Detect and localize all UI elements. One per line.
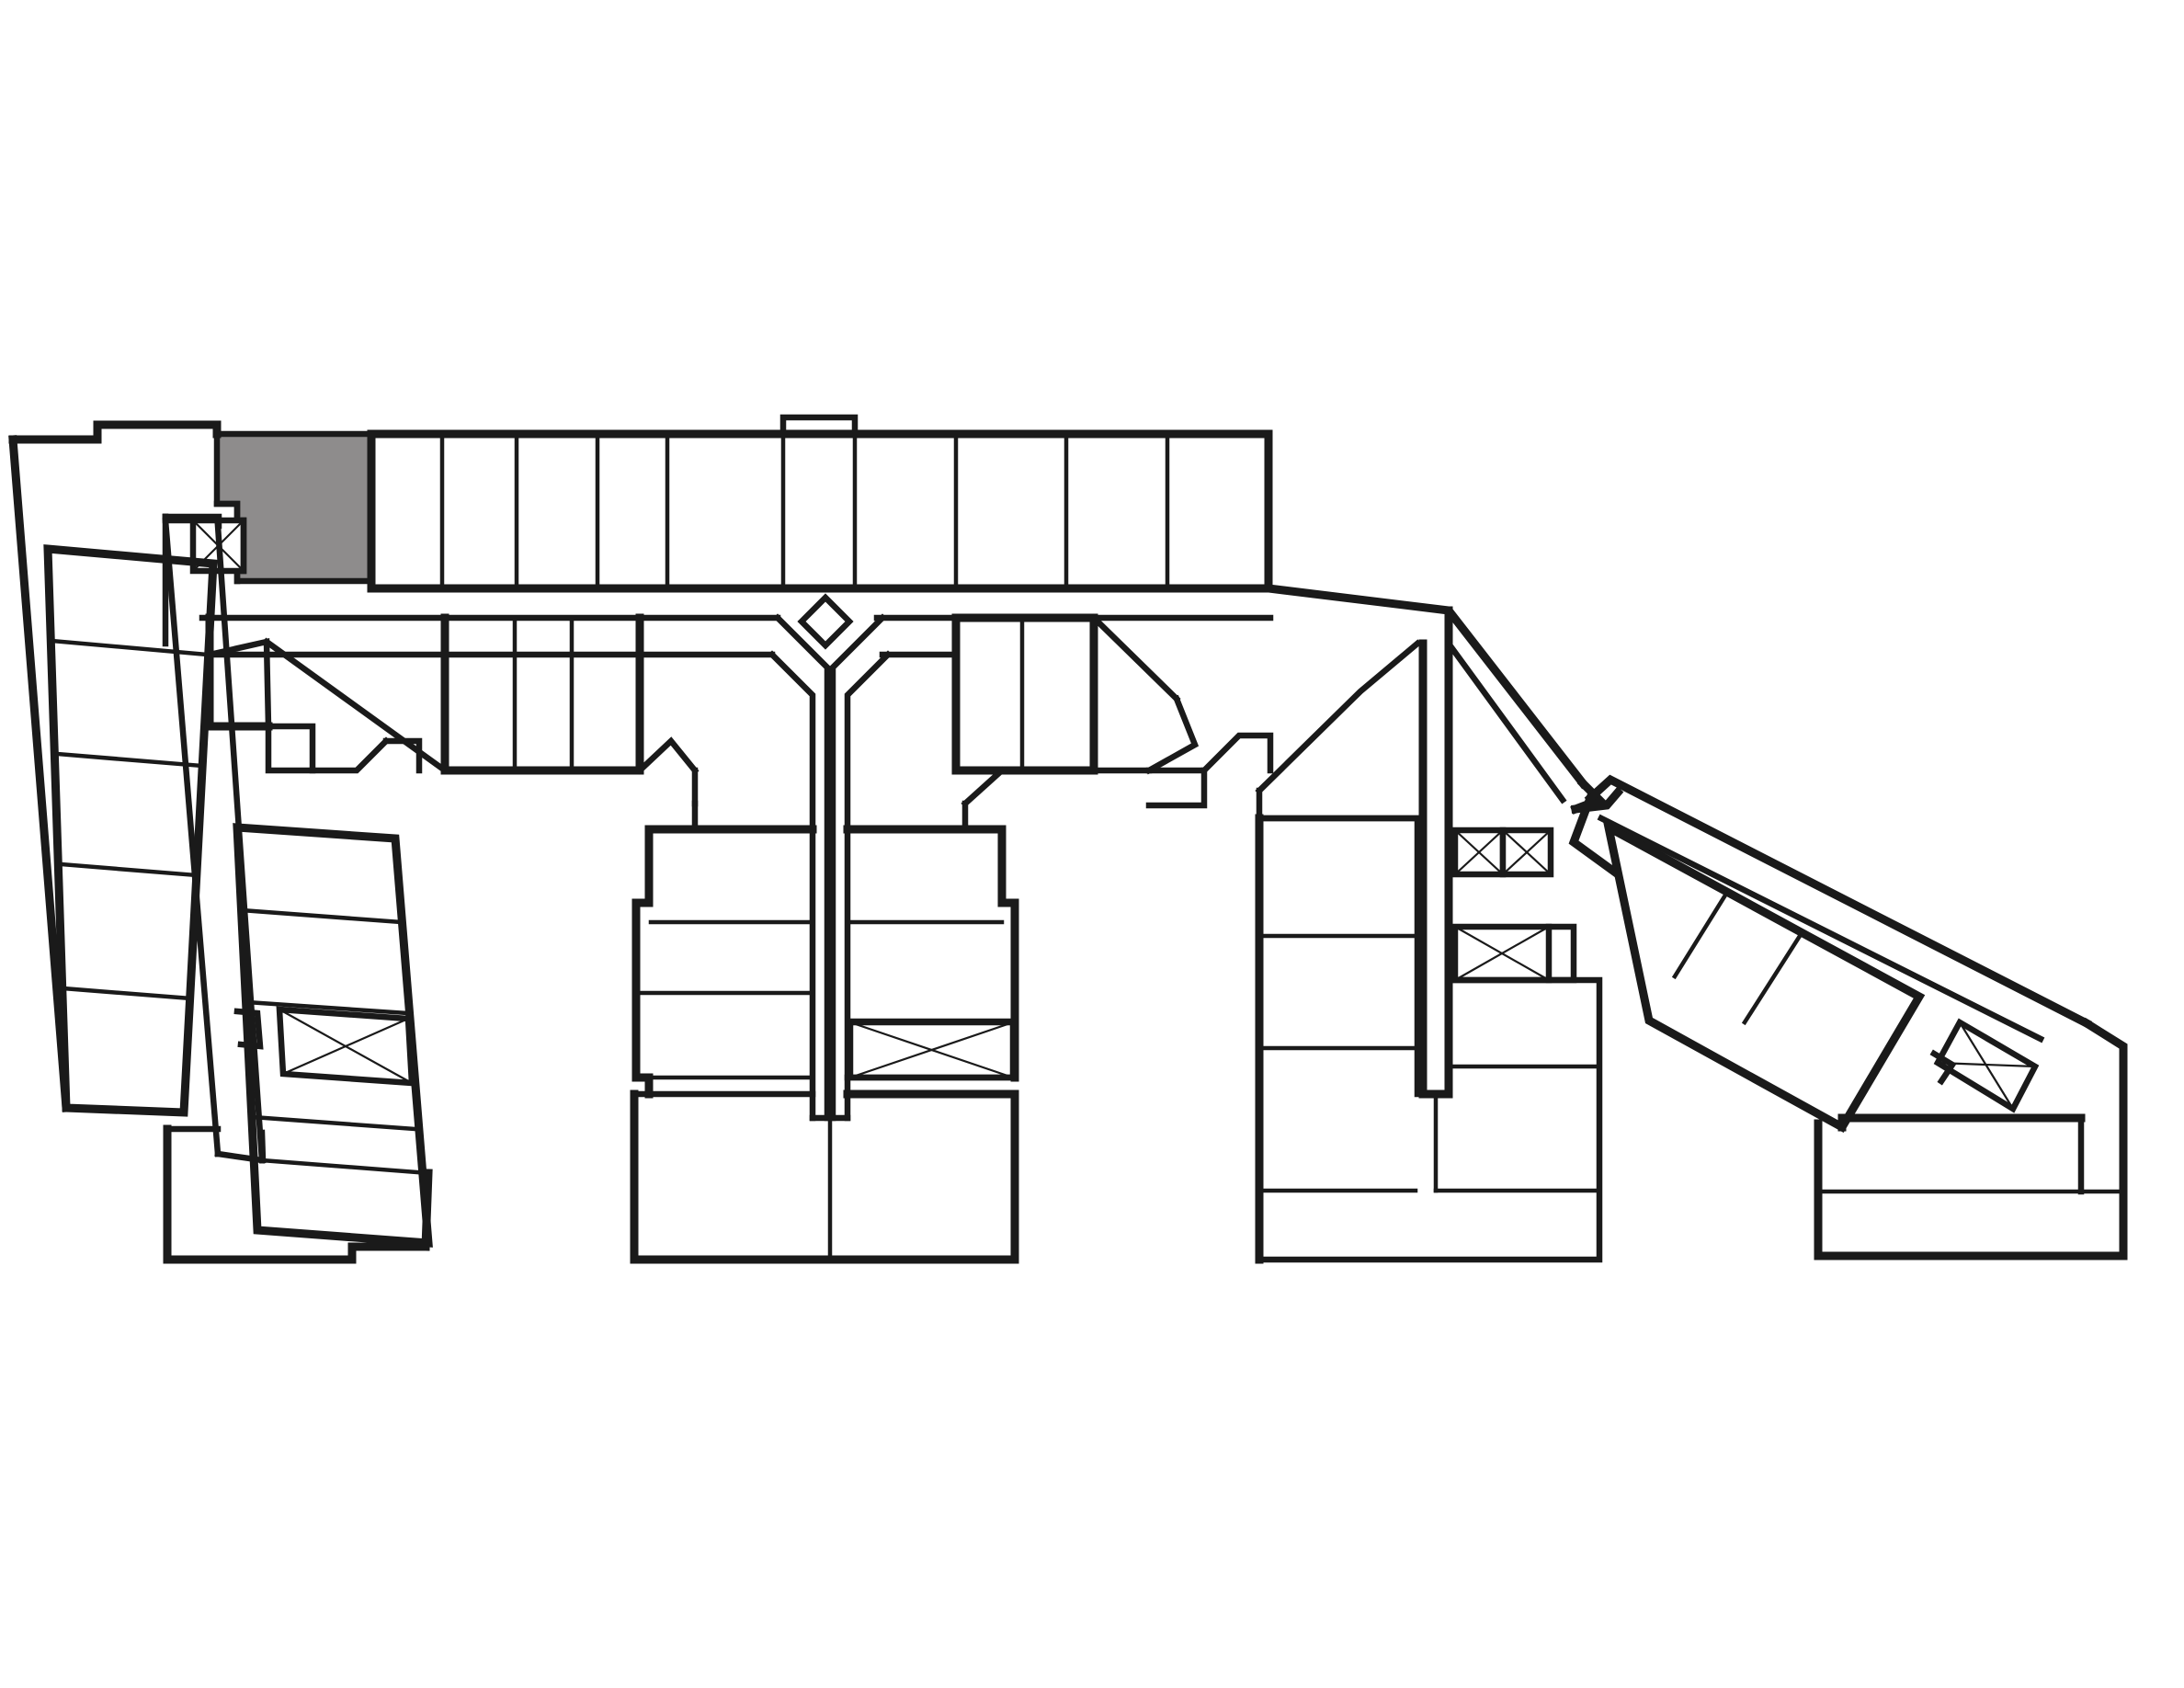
- west-wing: [43, 544, 218, 1117]
- y-diamond-head: [797, 593, 854, 650]
- west-arm-corridor: [199, 614, 781, 658]
- nw-top-edge: [8, 420, 222, 444]
- north-bar-notch: [779, 414, 859, 438]
- y-left-inner: [768, 650, 816, 1122]
- se-lower-envelope: [1814, 1017, 2128, 1260]
- cr-jog-diag: [961, 766, 1007, 808]
- y-right-inner: [844, 650, 893, 1122]
- sedw-shaft-stub: [1929, 1049, 1957, 1086]
- west-inner-notch: [233, 1008, 264, 1050]
- ul-unit-block: [440, 613, 644, 775]
- sw-terrace-east-edge: [421, 1169, 433, 1251]
- diagonal-upper-outer: [1263, 583, 1589, 790]
- sedw-partition-1[interactable]: [1671, 890, 1730, 980]
- east-block: [1255, 606, 1603, 1264]
- ul-diagonal-b: [262, 637, 449, 775]
- shaft-east-upper-right: [1499, 827, 1554, 878]
- center-left-units: [630, 800, 835, 1264]
- ul-alcove-return: [309, 736, 391, 774]
- eb-upper-diagonal: [1255, 639, 1422, 795]
- west-wing-envelope: [43, 544, 218, 1117]
- west-corridor-left-wall: [162, 517, 222, 1158]
- upper-left-interior-units: [205, 613, 700, 807]
- seur-x2: [1502, 829, 1552, 875]
- sel-x2: [1454, 926, 1550, 981]
- cl-left-edge: [631, 825, 654, 1099]
- ul-alcove-step: [382, 737, 423, 774]
- cr-top: [843, 825, 1007, 907]
- west-corridor-head: [162, 513, 222, 530]
- diagonal-upper-inner: [1444, 639, 1567, 804]
- sedw-unit-block-fill: [1609, 827, 1919, 1127]
- eb-lower-envelope: [1256, 976, 1603, 1263]
- eb-left-col-outline: [1256, 815, 1421, 1098]
- sedw-inner-band: [1597, 814, 2045, 1044]
- sedw-partition-2[interactable]: [1741, 932, 1803, 1026]
- seul-x2: [1454, 829, 1504, 875]
- sedw-outer-top: [1584, 774, 2093, 1030]
- nw-west-edge: [8, 435, 71, 1112]
- west-wing-partition-4[interactable]: [61, 986, 193, 1001]
- se-lower-top: [1837, 1113, 2086, 1132]
- southwest-terrace-block: [163, 1124, 433, 1264]
- highlighted-unit[interactable]: [217, 434, 371, 581]
- sw-terrace-divider: [259, 1158, 431, 1176]
- ur-alcove-step: [1145, 767, 1208, 809]
- southeast-diagonal-wing: [1568, 774, 2128, 1260]
- ur-diagonal-a: [1089, 613, 1181, 703]
- west-wing-partition-3[interactable]: [58, 861, 199, 878]
- ur-diagonal-b: [1144, 694, 1200, 775]
- ur-block-left: [951, 613, 1098, 775]
- west-inner-partition-3[interactable]: [250, 1114, 417, 1132]
- west-inner-partition-1[interactable]: [239, 907, 404, 925]
- y-junction-corridor: [768, 593, 893, 1262]
- ul-right-jog: [635, 736, 700, 775]
- y-right-outer: [829, 613, 887, 1122]
- west-wing-partition-1[interactable]: [49, 638, 210, 657]
- west-inner-partition-2[interactable]: [245, 999, 410, 1016]
- y-left-outer: [773, 613, 831, 1122]
- cl-lower-unit: [630, 1089, 835, 1264]
- shaft-center-x2: [849, 1021, 1014, 1079]
- shaft-west-lower-x2: [282, 1017, 409, 1076]
- center-right-units: [825, 766, 1019, 1264]
- sw-terrace-envelope: [163, 1124, 430, 1264]
- west-wing-partition-2[interactable]: [54, 751, 205, 769]
- sw-terrace-left-stub: [258, 1129, 267, 1164]
- sedw-outer-notch: [1568, 793, 1621, 878]
- upper-right-interior-units: [873, 613, 1274, 809]
- ur-alcove: [1145, 732, 1274, 774]
